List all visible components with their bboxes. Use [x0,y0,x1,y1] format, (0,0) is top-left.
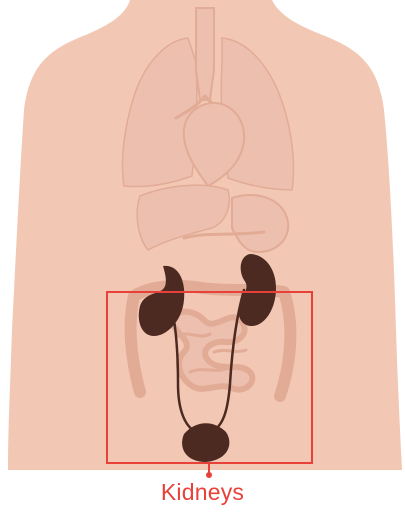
trachea [196,8,214,100]
callout-dot [206,472,212,478]
callout-label: Kidneys [0,479,405,506]
